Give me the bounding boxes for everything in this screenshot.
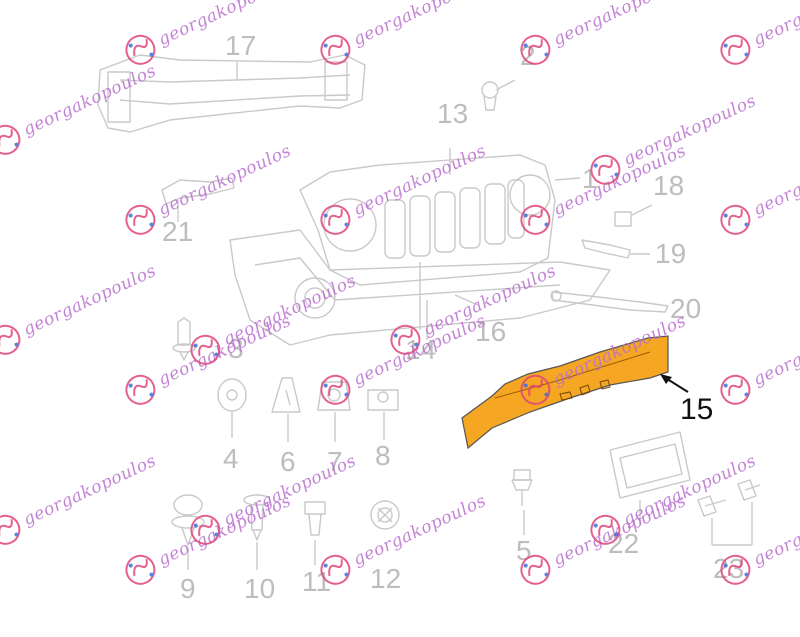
gk-logo-icon	[125, 34, 156, 65]
gk-logo-icon	[125, 204, 156, 235]
watermark: georgakopoulos	[313, 135, 493, 243]
callout-10[interactable]: 10	[244, 573, 276, 604]
watermark: georgakopoulos	[0, 445, 162, 553]
gk-logo-icon	[590, 154, 621, 185]
callout-12[interactable]: 12	[370, 563, 402, 594]
gk-logo-icon	[520, 204, 551, 235]
callout-4[interactable]: 4	[223, 443, 239, 474]
part-20-bracket[interactable]	[550, 290, 669, 313]
watermark: georgakopoulos	[0, 55, 162, 163]
watermark: georgakopoulos	[118, 485, 298, 593]
watermark: georgakopoulos	[583, 85, 763, 193]
part-12-fastener[interactable]	[370, 500, 400, 530]
watermark: georgakopoulos	[513, 135, 693, 243]
watermark: georgakopoulos	[713, 0, 800, 72]
gk-logo-icon	[720, 34, 751, 65]
part-5-bolt[interactable]	[511, 469, 533, 535]
gk-logo-icon	[125, 554, 156, 585]
callout-16[interactable]: 16	[475, 316, 507, 347]
watermark: georgakopoulos	[713, 485, 800, 593]
callout-3[interactable]: 3	[228, 333, 244, 364]
part-2-bolt[interactable]	[481, 79, 516, 111]
callout-22[interactable]: 22	[608, 528, 640, 559]
watermark: georgakopoulos	[513, 0, 693, 72]
callout-19[interactable]: 19	[655, 238, 687, 269]
callout-1[interactable]: 1	[582, 163, 598, 194]
watermark: georgakopoulos	[183, 445, 363, 553]
gk-logo-icon	[520, 554, 551, 585]
part-21-bracket[interactable]	[161, 177, 235, 222]
gk-logo-icon	[125, 374, 156, 405]
callout-7[interactable]: 7	[327, 446, 343, 477]
part-15-bumper-reinforcement[interactable]	[461, 335, 669, 450]
part-6-clip[interactable]	[271, 377, 301, 442]
part-23-bolts[interactable]	[697, 479, 761, 546]
watermark: georgakopoulos	[513, 485, 693, 593]
part-8-nut-clip[interactable]	[367, 389, 399, 440]
callout-13[interactable]: 13	[437, 98, 469, 129]
gk-logo-icon	[720, 374, 751, 405]
watermark: georgakopoulos	[118, 0, 298, 72]
part-9-rivet[interactable]	[171, 494, 205, 570]
part-10-push-rivet[interactable]	[243, 494, 271, 570]
watermark: georgakopoulos	[183, 265, 363, 373]
watermark: georgakopoulos	[713, 135, 800, 243]
gk-logo-icon	[390, 324, 421, 355]
part-18-clip[interactable]	[614, 204, 653, 227]
part-22-plate-bracket[interactable]	[609, 431, 691, 525]
watermark: georgakopoulos	[118, 305, 298, 413]
gk-logo-icon	[190, 514, 221, 545]
watermark: georgakopoulos	[0, 255, 162, 363]
gk-logo-icon	[0, 514, 21, 545]
callout-9[interactable]: 9	[180, 573, 196, 604]
gk-logo-icon	[0, 124, 21, 155]
callout-6[interactable]: 6	[280, 446, 296, 477]
watermark: georgakopoulos	[513, 305, 693, 413]
part-17-upper-reinforcement[interactable]	[97, 54, 366, 133]
gk-logo-icon	[720, 554, 751, 585]
gk-logo-icon	[320, 34, 351, 65]
gk-logo-icon	[320, 374, 351, 405]
part-7-clip[interactable]	[317, 381, 351, 442]
gk-logo-icon	[0, 324, 21, 355]
callout-8[interactable]: 8	[375, 440, 391, 471]
callout-18[interactable]: 18	[653, 170, 685, 201]
watermark: georgakopoulos	[583, 445, 763, 553]
watermark: georgakopoulos	[383, 255, 563, 363]
gk-logo-icon	[590, 514, 621, 545]
callout-20[interactable]: 20	[670, 293, 702, 324]
part-19-bracket[interactable]	[581, 239, 650, 259]
watermark: georgakopoulos	[313, 0, 493, 72]
gk-logo-icon	[190, 334, 221, 365]
callout-14[interactable]: 14	[405, 334, 437, 365]
part-1-grille-assembly[interactable]	[299, 154, 581, 286]
watermark: georgakopoulos	[713, 305, 800, 413]
gk-logo-icon	[720, 204, 751, 235]
gk-logo-icon	[320, 204, 351, 235]
callout-15[interactable]: 15	[680, 393, 714, 426]
watermark: georgakopoulos	[313, 485, 493, 593]
part-3-push-pin[interactable]	[172, 317, 196, 361]
part-16-bumper-fascia[interactable]	[229, 229, 611, 346]
gk-logo-icon	[320, 554, 351, 585]
leader-arrow-15	[660, 374, 689, 393]
part-4-grommet[interactable]	[217, 378, 247, 438]
watermark: georgakopoulos	[313, 305, 493, 413]
callout-21[interactable]: 21	[162, 216, 194, 247]
watermark: georgakopoulos	[118, 135, 298, 243]
callout-23[interactable]: 23	[713, 553, 745, 584]
part-11-screw[interactable]	[304, 501, 326, 565]
callout-17[interactable]: 17	[225, 30, 257, 61]
gk-logo-icon	[520, 374, 551, 405]
gk-logo-icon	[520, 34, 551, 65]
